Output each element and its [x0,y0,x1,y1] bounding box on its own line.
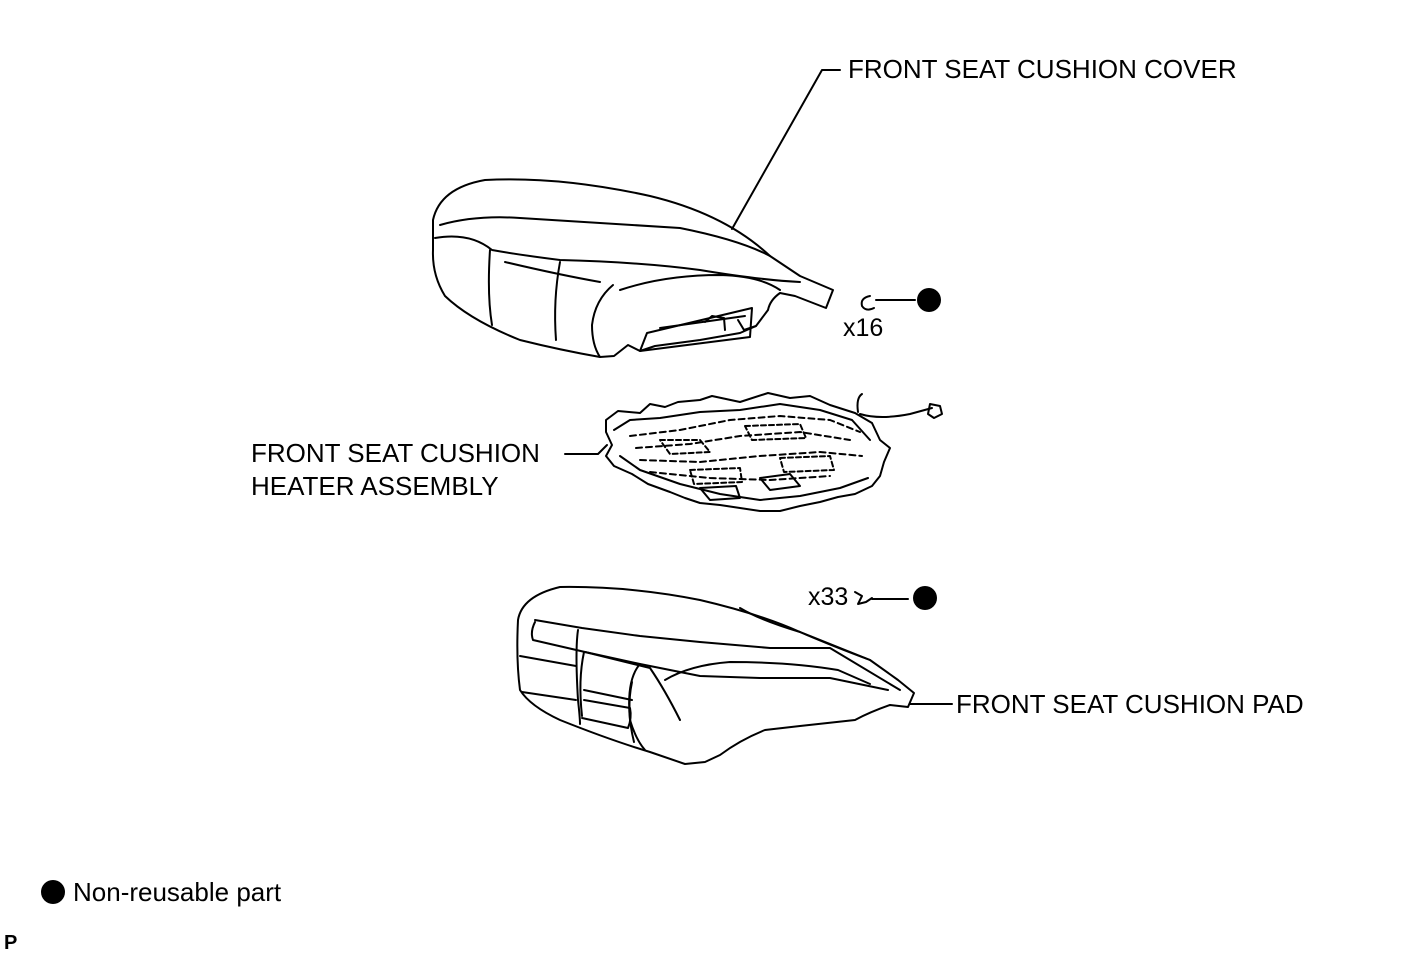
heater-label-line2: HEATER ASSEMBLY [251,471,499,501]
seat-cushion-cover-drawing [431,178,834,358]
heater-assembly-drawing [605,392,943,512]
cover-leader-line [731,69,841,230]
non-reusable-icon-cover [917,288,941,312]
heater-leader-line [564,444,608,455]
hog-ring-icon [860,295,875,311]
seat-cushion-pad-drawing [516,585,915,765]
non-reusable-icon-pad [913,586,937,610]
hog-ring-pad-quantity: x33 [808,583,849,611]
legend-non-reusable-label: Non-reusable part [73,877,282,907]
legend-non-reusable-icon [41,880,65,904]
figure-code: P [4,932,18,954]
pad-label: FRONT SEAT CUSHION PAD [956,689,1304,719]
heater-label-line1: FRONT SEAT CUSHION [251,438,540,468]
cover-label: FRONT SEAT CUSHION COVER [848,54,1237,84]
hog-ring-cover-quantity: x16 [843,314,884,342]
hog-ring-clip-icon [854,591,873,605]
